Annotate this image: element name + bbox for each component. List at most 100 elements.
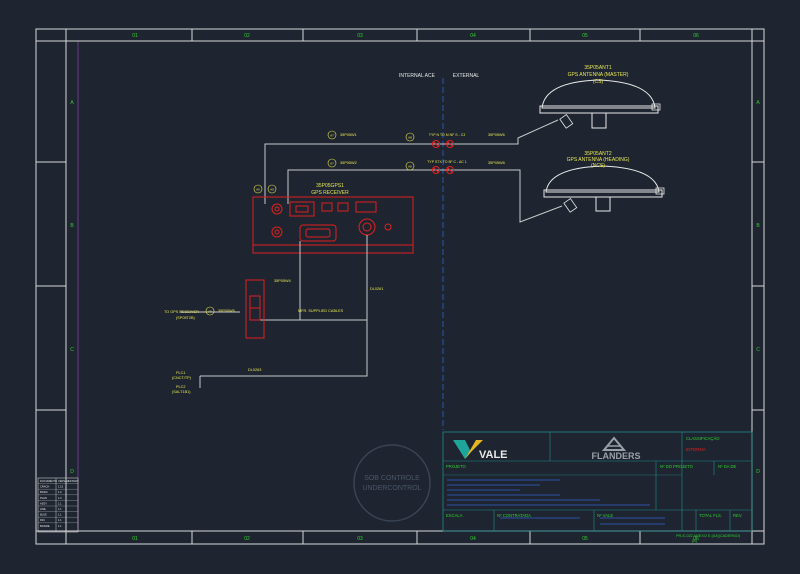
cable-tag-dl1: DL0261 bbox=[370, 287, 383, 291]
row-label-left-d: D bbox=[70, 469, 74, 475]
col-label-bottom-6: 06 bbox=[693, 536, 699, 542]
callout-3-text: A8 bbox=[408, 136, 412, 140]
antenna1-name: GPS ANTENNA (MASTER) bbox=[568, 72, 629, 78]
cable-tag-w1: 35P05W1 bbox=[340, 133, 357, 137]
row-label-left-c: C bbox=[70, 347, 74, 353]
col-label-bottom-4: 04 bbox=[470, 536, 476, 542]
revision-table-cell: 1.2 bbox=[58, 490, 62, 494]
supplied-cables-label: MFR. SUPPLIED CABLES bbox=[298, 309, 344, 313]
connector-note-2: TYP STX TO 5F C - AC 1 bbox=[427, 160, 467, 164]
revision-table-cell: PLAN bbox=[40, 496, 47, 500]
revision-table-cell: 1.15 bbox=[58, 485, 64, 489]
lower-wiring bbox=[180, 235, 368, 388]
col-label-top-1: 01 bbox=[132, 33, 138, 39]
antenna2-tag: 35P05ANT2 bbox=[584, 151, 611, 157]
cable-tag-w2: 35P05W2 bbox=[340, 161, 357, 165]
flanders-logo bbox=[601, 436, 627, 451]
classificacao-value: INTERNA bbox=[686, 447, 706, 452]
row-label-right-a: A bbox=[756, 100, 760, 106]
revision-table-cell: 1.3 bbox=[58, 496, 62, 500]
receiver-name: GPS RECEIVER bbox=[311, 190, 349, 196]
section-external: EXTERNAL bbox=[453, 73, 480, 79]
classificacao-label: CLASSIFICAÇÃO bbox=[686, 436, 720, 441]
callout-bubble-4 bbox=[405, 161, 415, 171]
col-label-bottom-2: 02 bbox=[244, 536, 250, 542]
callout-5-text: A9 bbox=[256, 188, 260, 192]
callout-2-text: A7 bbox=[330, 162, 334, 166]
antenna-heading bbox=[543, 165, 665, 213]
receiver-tag: 35P05GPS1 bbox=[316, 183, 344, 189]
cable-tag-ext1: 35P05W6 bbox=[488, 133, 505, 137]
callout-bubble-1 bbox=[327, 130, 337, 140]
footer-note: PR-E-022 ANEXO E (A3)(CADERNO) bbox=[676, 534, 741, 538]
cable-tag-dl2: DL0263 bbox=[248, 368, 261, 372]
bulkhead-connector-1 bbox=[432, 140, 454, 148]
n-projeto-label: Nº DO PROJETO bbox=[660, 464, 694, 469]
row-label-right-b: B bbox=[756, 223, 760, 229]
col-label-bottom-1: 01 bbox=[132, 536, 138, 542]
revision-table-header: DOCUMENTO bbox=[40, 479, 57, 483]
cable-tag-ext2: 35P05W8 bbox=[488, 161, 505, 165]
inner-frame bbox=[77, 40, 753, 532]
cable-tag-w4: 35P05W4 bbox=[274, 279, 291, 283]
vale-logo bbox=[453, 440, 483, 459]
n-vale-label: Nº VALE bbox=[597, 513, 613, 518]
col-label-top-4: 04 bbox=[470, 33, 476, 39]
revision-table-cell: BASIDE bbox=[40, 524, 50, 528]
callout-7-text: A9 bbox=[208, 310, 212, 314]
rev-label: REV. bbox=[733, 513, 742, 518]
to-gps-sub: (SP05T2B) bbox=[176, 316, 196, 320]
revision-table-cell: 1.1 bbox=[58, 524, 62, 528]
col-label-top-5: 05 bbox=[582, 33, 588, 39]
col-label-top-6: 06 bbox=[693, 33, 699, 39]
gps-receiver bbox=[252, 196, 414, 254]
title-block bbox=[442, 431, 753, 532]
to-gps-label: TO GPS RECEIVER bbox=[164, 310, 199, 314]
callout-1-text: A7 bbox=[330, 134, 334, 138]
callout-bubble-2 bbox=[327, 158, 337, 168]
antenna-master bbox=[539, 79, 661, 129]
revision-table-cell: 1.1 bbox=[58, 518, 62, 522]
watermark-line2: UNDERCONTROL bbox=[362, 485, 421, 492]
watermark-line1: SOB CONTROLE bbox=[364, 475, 420, 482]
plc2-sub: (SALT1B1) bbox=[172, 390, 191, 394]
escala-label: ESCALA bbox=[446, 513, 463, 518]
col-label-bottom-3: 03 bbox=[357, 536, 363, 542]
row-label-right-d: D bbox=[756, 469, 760, 475]
revision-table bbox=[37, 477, 79, 533]
callout-bubble-7 bbox=[205, 306, 215, 316]
callout-6-text: A9 bbox=[270, 188, 274, 192]
antenna1-sub: (CS) bbox=[593, 79, 604, 85]
revision-table-cell: 1.1 bbox=[58, 501, 62, 505]
watermark-stamp: SOB CONTROLE UNDERCONTROL bbox=[353, 444, 431, 522]
plc2-label: PLC2 bbox=[176, 385, 186, 389]
col-label-bottom-5: 05 bbox=[582, 536, 588, 542]
revision-table-cell: CRACH bbox=[40, 485, 49, 489]
plc1-label: PLC1 bbox=[176, 371, 186, 375]
connector-note-1: TYP N TO M NF S - C3 bbox=[429, 133, 465, 137]
revision-table-cell: BASIC bbox=[40, 490, 48, 494]
revision-table-cell: LINE bbox=[40, 507, 46, 511]
revision-table-header: ESTADO bbox=[68, 479, 78, 483]
callout-bubble-5 bbox=[253, 184, 263, 194]
brand-flanders: FLANDERS bbox=[592, 451, 641, 461]
col-label-top-3: 03 bbox=[357, 33, 363, 39]
projeto-label: PROJETO bbox=[446, 464, 466, 469]
antenna2-sub: (NCS) bbox=[591, 163, 605, 169]
callout-bubble-6 bbox=[267, 184, 277, 194]
col-label-top-2: 02 bbox=[244, 33, 250, 39]
row-label-right-c: C bbox=[756, 347, 760, 353]
antenna1-tag: 35P05ANT1 bbox=[584, 65, 611, 71]
row-label-left-a: A bbox=[70, 100, 74, 106]
revision-table-cell: 1.1 bbox=[58, 513, 62, 517]
brand-vale: VALE bbox=[479, 449, 508, 461]
cable-tag-w5: 35P05W5 bbox=[218, 309, 235, 313]
callout-bubble-3 bbox=[405, 132, 415, 142]
bulkhead-connector-2 bbox=[432, 166, 454, 174]
n-contratada-label: Nº CONTRATADA bbox=[497, 513, 531, 518]
revision-table-cell: BLUE bbox=[40, 513, 47, 517]
revision-table-header: VERSÃO bbox=[58, 478, 69, 483]
plc1-sub: (CNCT/TP) bbox=[172, 376, 192, 380]
total-fls-label: TOTAL FLS. bbox=[699, 513, 722, 518]
